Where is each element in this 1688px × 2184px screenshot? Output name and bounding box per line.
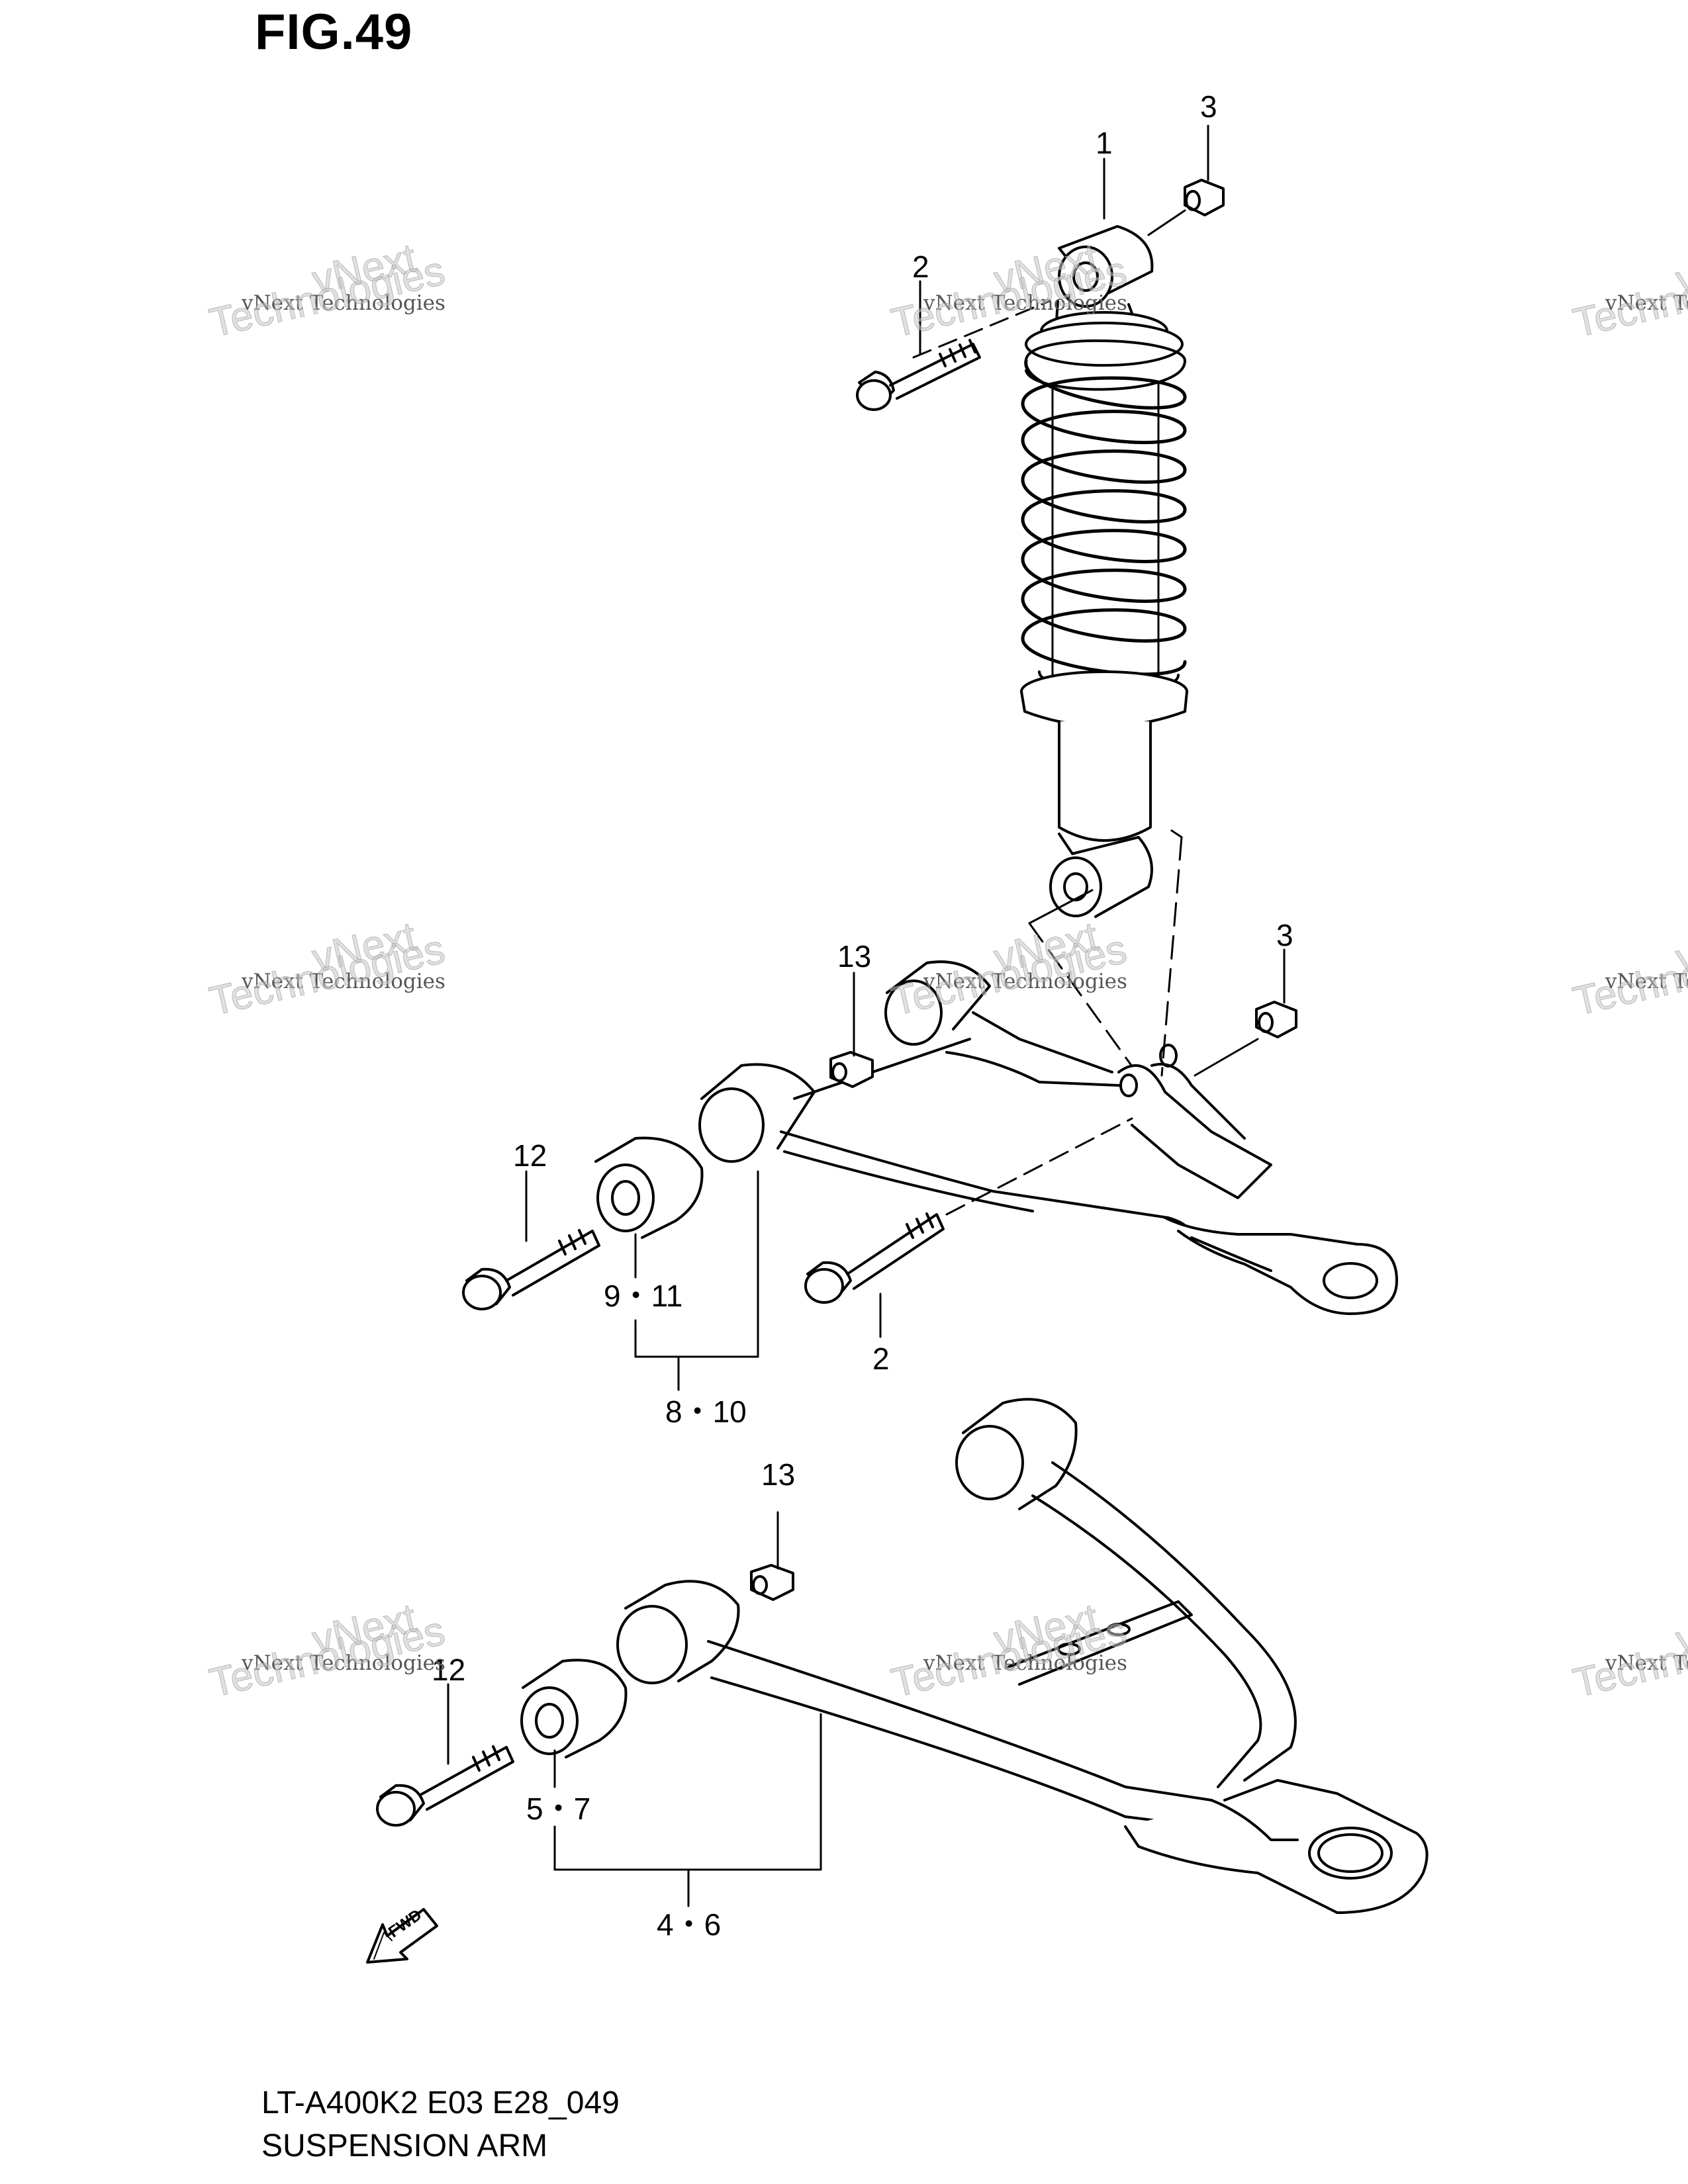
lower-arm-bushing	[520, 1659, 628, 1758]
lower-arm-bolt	[376, 1745, 514, 1827]
upper-arm-bolt	[462, 1229, 600, 1310]
upper-nut	[1184, 179, 1225, 216]
callout-upper-arm-nut: 13	[837, 939, 872, 974]
callout-upper-arm-bushing: 9・11	[604, 1279, 683, 1313]
callout-lower-arm-nut: 13	[761, 1457, 796, 1492]
callout-upper-nut: 3	[1200, 89, 1217, 124]
section-name: SUSPENSION ARM	[261, 2128, 548, 2163]
callout-lower-shock-bolt: 2	[872, 1342, 890, 1376]
callout-upper-arm: 8・10	[665, 1394, 747, 1429]
callout-lower-arm-bushing: 5・7	[526, 1792, 591, 1826]
callout-upper-arm-bolt: 12	[513, 1138, 547, 1173]
upper-arm-nut	[829, 1051, 874, 1088]
shock-absorber	[1020, 225, 1188, 918]
upper-bolt	[856, 339, 981, 411]
callout-lower-nut: 3	[1276, 918, 1293, 952]
upper-suspension-arm	[698, 960, 1398, 1315]
lower-arm-nut	[750, 1564, 794, 1601]
lower-suspension-arm	[616, 1398, 1429, 1914]
fwd-arrow-icon	[366, 1908, 438, 1964]
callout-shock-absorber: 1	[1096, 126, 1113, 160]
upper-arm-bushing	[594, 1136, 704, 1239]
model-code: LT-A400K2 E03 E28_049	[261, 2085, 620, 2120]
callout-upper-bolt: 2	[912, 250, 929, 284]
callout-lower-arm-bolt: 12	[432, 1653, 466, 1687]
lower-shock-bolt	[804, 1212, 945, 1304]
callout-lower-arm: 4・6	[657, 1907, 722, 1942]
leader-lines	[447, 124, 1286, 1907]
lower-nut	[1255, 1001, 1297, 1038]
figure-title: FIG.49	[255, 4, 413, 60]
